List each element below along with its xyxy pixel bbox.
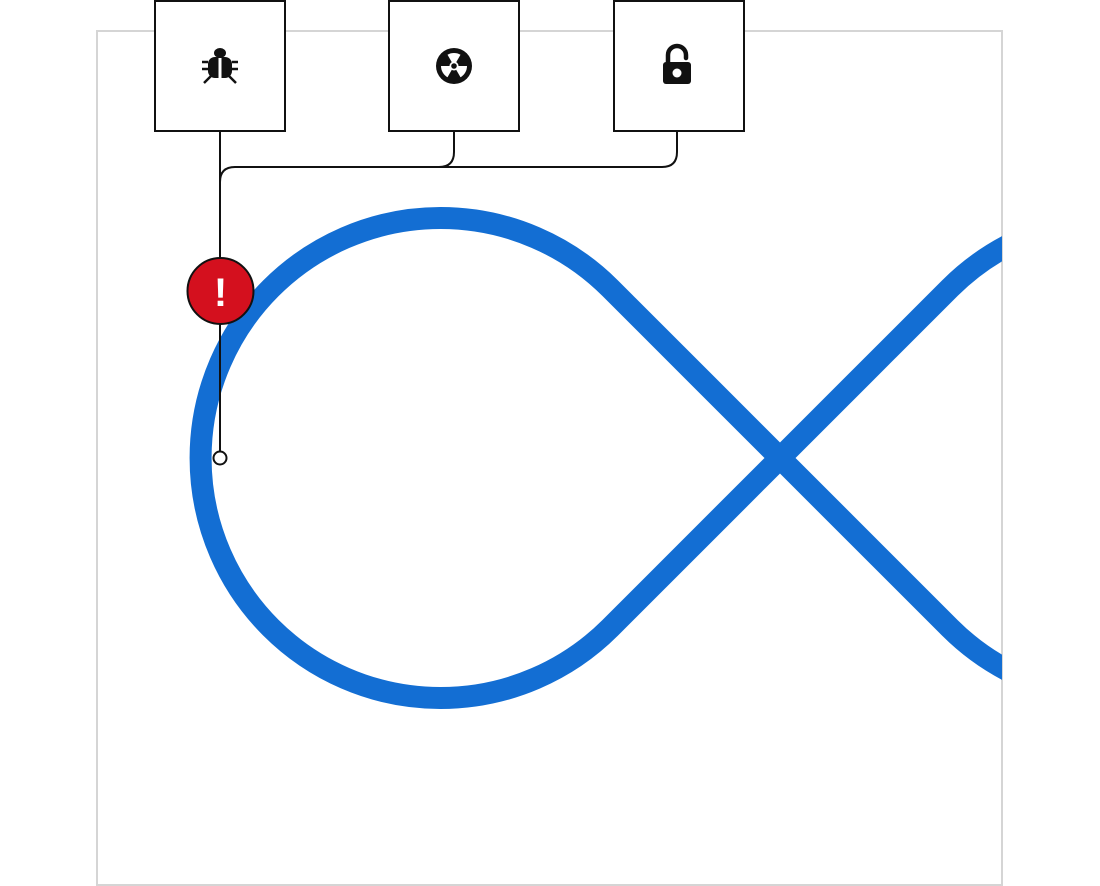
alert-badge[interactable]: ! [186,257,255,325]
node-radiation[interactable] [388,0,520,132]
unlock-icon [663,43,691,84]
alert-circle [186,257,255,325]
loop-path [189,207,1002,709]
radiation-icon [436,48,472,84]
unlock-connector [420,131,678,168]
node-bug[interactable] [154,0,286,132]
loop-endpoint[interactable] [212,450,228,466]
node-unlock[interactable] [613,0,745,132]
alert-symbol: ! [214,271,227,315]
bug-icon [202,48,238,84]
diagram-frame [96,30,1003,886]
